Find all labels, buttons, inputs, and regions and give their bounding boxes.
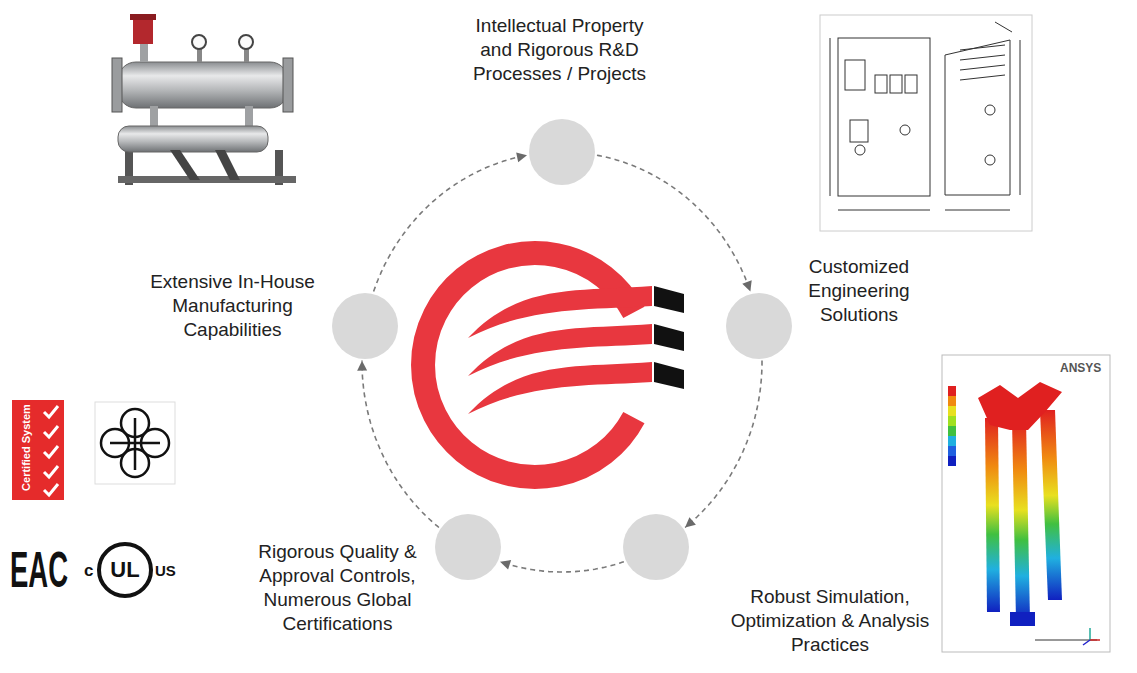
- cycle-step-circle: Extensive In-House Manufacturing Capabil…: [332, 293, 398, 359]
- fea-simulation-image: [942, 355, 1110, 652]
- ul-prefix: c: [84, 562, 93, 579]
- certification-text: Certified System: [21, 398, 32, 498]
- step-label: Intellectual Property and Rigorous R&D P…: [462, 14, 657, 86]
- cycle-arrow: [597, 155, 752, 291]
- company-logo: [423, 253, 684, 477]
- cycle-step-circle: Intellectual Property and Rigorous R&D P…: [529, 119, 595, 185]
- eac-mark: EAC: [10, 545, 68, 595]
- cycle-arrow: [374, 152, 527, 291]
- cycle-arrow: [685, 361, 762, 528]
- arrow-head: [357, 361, 367, 371]
- dashed-arc: [597, 155, 750, 291]
- arrow-head: [500, 560, 511, 570]
- ul-suffix: US: [155, 563, 176, 578]
- technical-drawing: [820, 15, 1032, 231]
- ul-mark: UL: [105, 557, 145, 583]
- arrow-head: [685, 517, 696, 527]
- step-label: Customized Engineering Solutions: [800, 255, 918, 327]
- dashed-arc: [374, 155, 527, 291]
- dashed-arc: [362, 361, 439, 528]
- heater-photo: [95, 10, 302, 192]
- step-label: Rigorous Quality & Approval Controls, Nu…: [245, 540, 430, 636]
- step-label: Robust Simulation, Optimization & Analys…: [705, 585, 955, 657]
- dashed-arc: [500, 562, 624, 572]
- cycle-step-circle: Customized Engineering Solutions: [726, 293, 792, 359]
- step-label: Extensive In-House Manufacturing Capabil…: [140, 270, 325, 342]
- cycle-step-circle: Robust Simulation, Optimization & Analys…: [623, 514, 689, 580]
- software-logo: ANSYS: [1060, 362, 1101, 374]
- dashed-arc: [685, 361, 762, 528]
- arrow-head: [516, 152, 527, 162]
- cycle-arrow: [500, 560, 624, 572]
- cycle-step-circle: Rigorous Quality & Approval Controls, Nu…: [435, 514, 501, 580]
- arrow-head: [742, 280, 751, 291]
- cycle-arrow: [357, 361, 439, 528]
